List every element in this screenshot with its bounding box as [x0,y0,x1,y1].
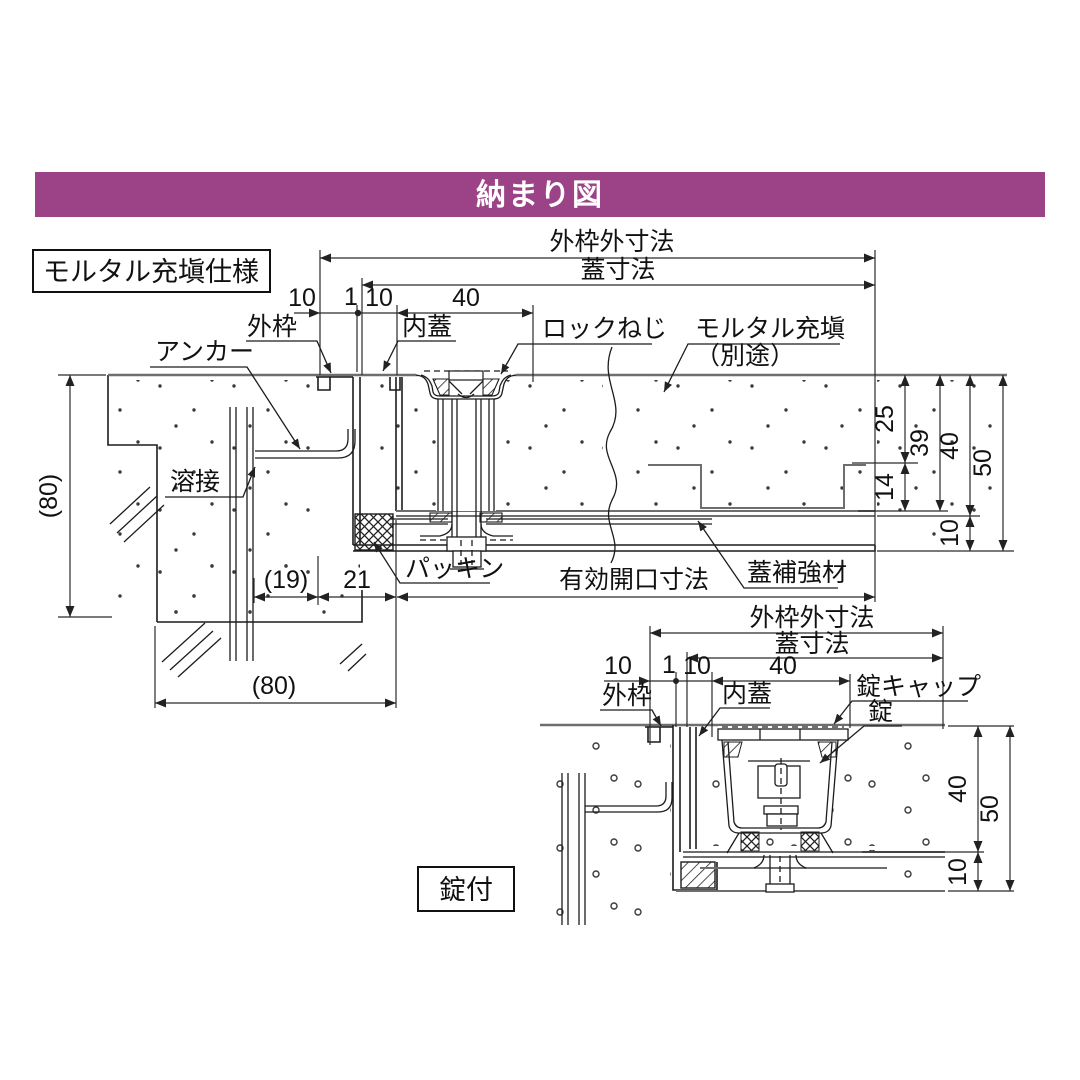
title-bar-background [35,172,1045,217]
dim-50: 50 [969,449,997,477]
label-anchor: アンカー [155,338,254,366]
break-wave-line [605,346,618,564]
dim-80-left: (80) [35,474,63,518]
main-top-dimensions: 外枠外寸法 蓋寸法 10 1 10 40 [288,228,876,602]
inner-lid-section [389,377,403,511]
concrete-stipple-main [112,380,1005,618]
dim-25: 25 [871,405,899,433]
dim-14: 14 [871,473,899,501]
lock-right-dimensions: 40 10 50 [862,725,1015,892]
lock-dim-40v: 40 [944,775,972,803]
main-bottom-dimensions: (19) 21 有効開口寸法 (80) [154,520,875,708]
dim-40: 40 [452,284,480,312]
dim-10a: 10 [288,284,316,312]
lock-label-outer-frame: 外枠 [602,682,652,710]
dim-21: 21 [343,566,371,594]
lock-inner-lid-section [689,727,697,849]
label-lid-reinforcement: 蓋補強材 [747,559,847,587]
lock-variant-label-box: 錠付 [417,866,515,912]
lock-variant-label: 錠付 [439,875,493,905]
dim-39: 39 [906,429,934,457]
label-packing: パッキン [405,555,504,583]
main-right-dimensions: 25 14 39 40 10 50 [852,375,1014,552]
lock-label-lock-cap: 錠キャップ [856,673,981,701]
lock-dim-10a: 10 [604,652,632,680]
dim-19: (19) [264,566,308,594]
main-part-labels: 外枠 内蓋 ロックねじ モルタル充塡 （別途） アンカー 溶接 パッキン 蓋補強… [150,313,847,589]
title-bar: 納まり図 [35,172,1045,217]
lock-label-inner-lid: 内蓋 [722,680,772,708]
anchor-bar [255,429,356,459]
page-title: 納まり図 [476,179,604,212]
lid-reinforcement-channel [648,464,866,509]
lock-dim-lid-width-label: 蓋寸法 [774,630,849,658]
dim-80-bottom: (80) [252,672,296,700]
lock-dim-10v: 10 [944,858,972,886]
main-variant-label-box: モルタル充塡仕様 [32,249,271,293]
label-mortar-fill: モルタル充塡 [695,315,845,343]
main-variant-label: モルタル充塡仕様 [43,257,259,287]
lock-dim-40: 40 [769,652,797,680]
lock-dim-50: 50 [976,795,1004,823]
lock-section-drawing: 外枠外寸法 蓋寸法 10 1 10 40 外枠 内蓋 錠キャップ 錠 [417,604,1015,925]
dim-1: 1 [344,283,358,311]
anchor-pipe [229,407,254,661]
lock-screw-assembly [390,370,712,570]
dim-effective-opening: 有効開口寸法 [559,566,709,594]
lock-dim-1: 1 [662,651,676,679]
packing-block [354,513,394,551]
slab-left-edge [107,375,158,622]
lock-dim-10b: 10 [683,652,711,680]
lock-top-dimensions: 外枠外寸法 蓋寸法 10 1 10 40 [604,604,944,745]
main-section-drawing: モルタル充塡仕様 [32,228,1014,708]
dim-40v: 40 [936,432,964,460]
dim-10b: 10 [365,284,393,312]
main-left-dimension: (80) [35,374,112,618]
dim-10v: 10 [936,519,964,547]
lock-label-lock: 錠 [868,698,893,726]
label-mortar-fill-note: （別途） [695,342,795,370]
lock-frame-packing [680,861,716,889]
label-lock-screw: ロックねじ [542,315,667,343]
label-weld: 溶接 [170,468,220,496]
dim-lid-width-label: 蓋寸法 [580,256,655,284]
lock-part-labels: 外枠 内蓋 錠キャップ 錠 [600,673,981,764]
lock-mechanism [717,726,849,893]
label-outer-frame: 外枠 [247,313,297,341]
lid-bottom-plate [396,510,875,517]
break-hatch-marks [109,486,367,678]
lock-dim-outer-frame-width-label: 外枠外寸法 [749,604,874,632]
lock-anchor-pipe [561,773,673,925]
label-inner-lid: 内蓋 [402,313,452,341]
dim-outer-frame-width-label: 外枠外寸法 [549,228,674,256]
